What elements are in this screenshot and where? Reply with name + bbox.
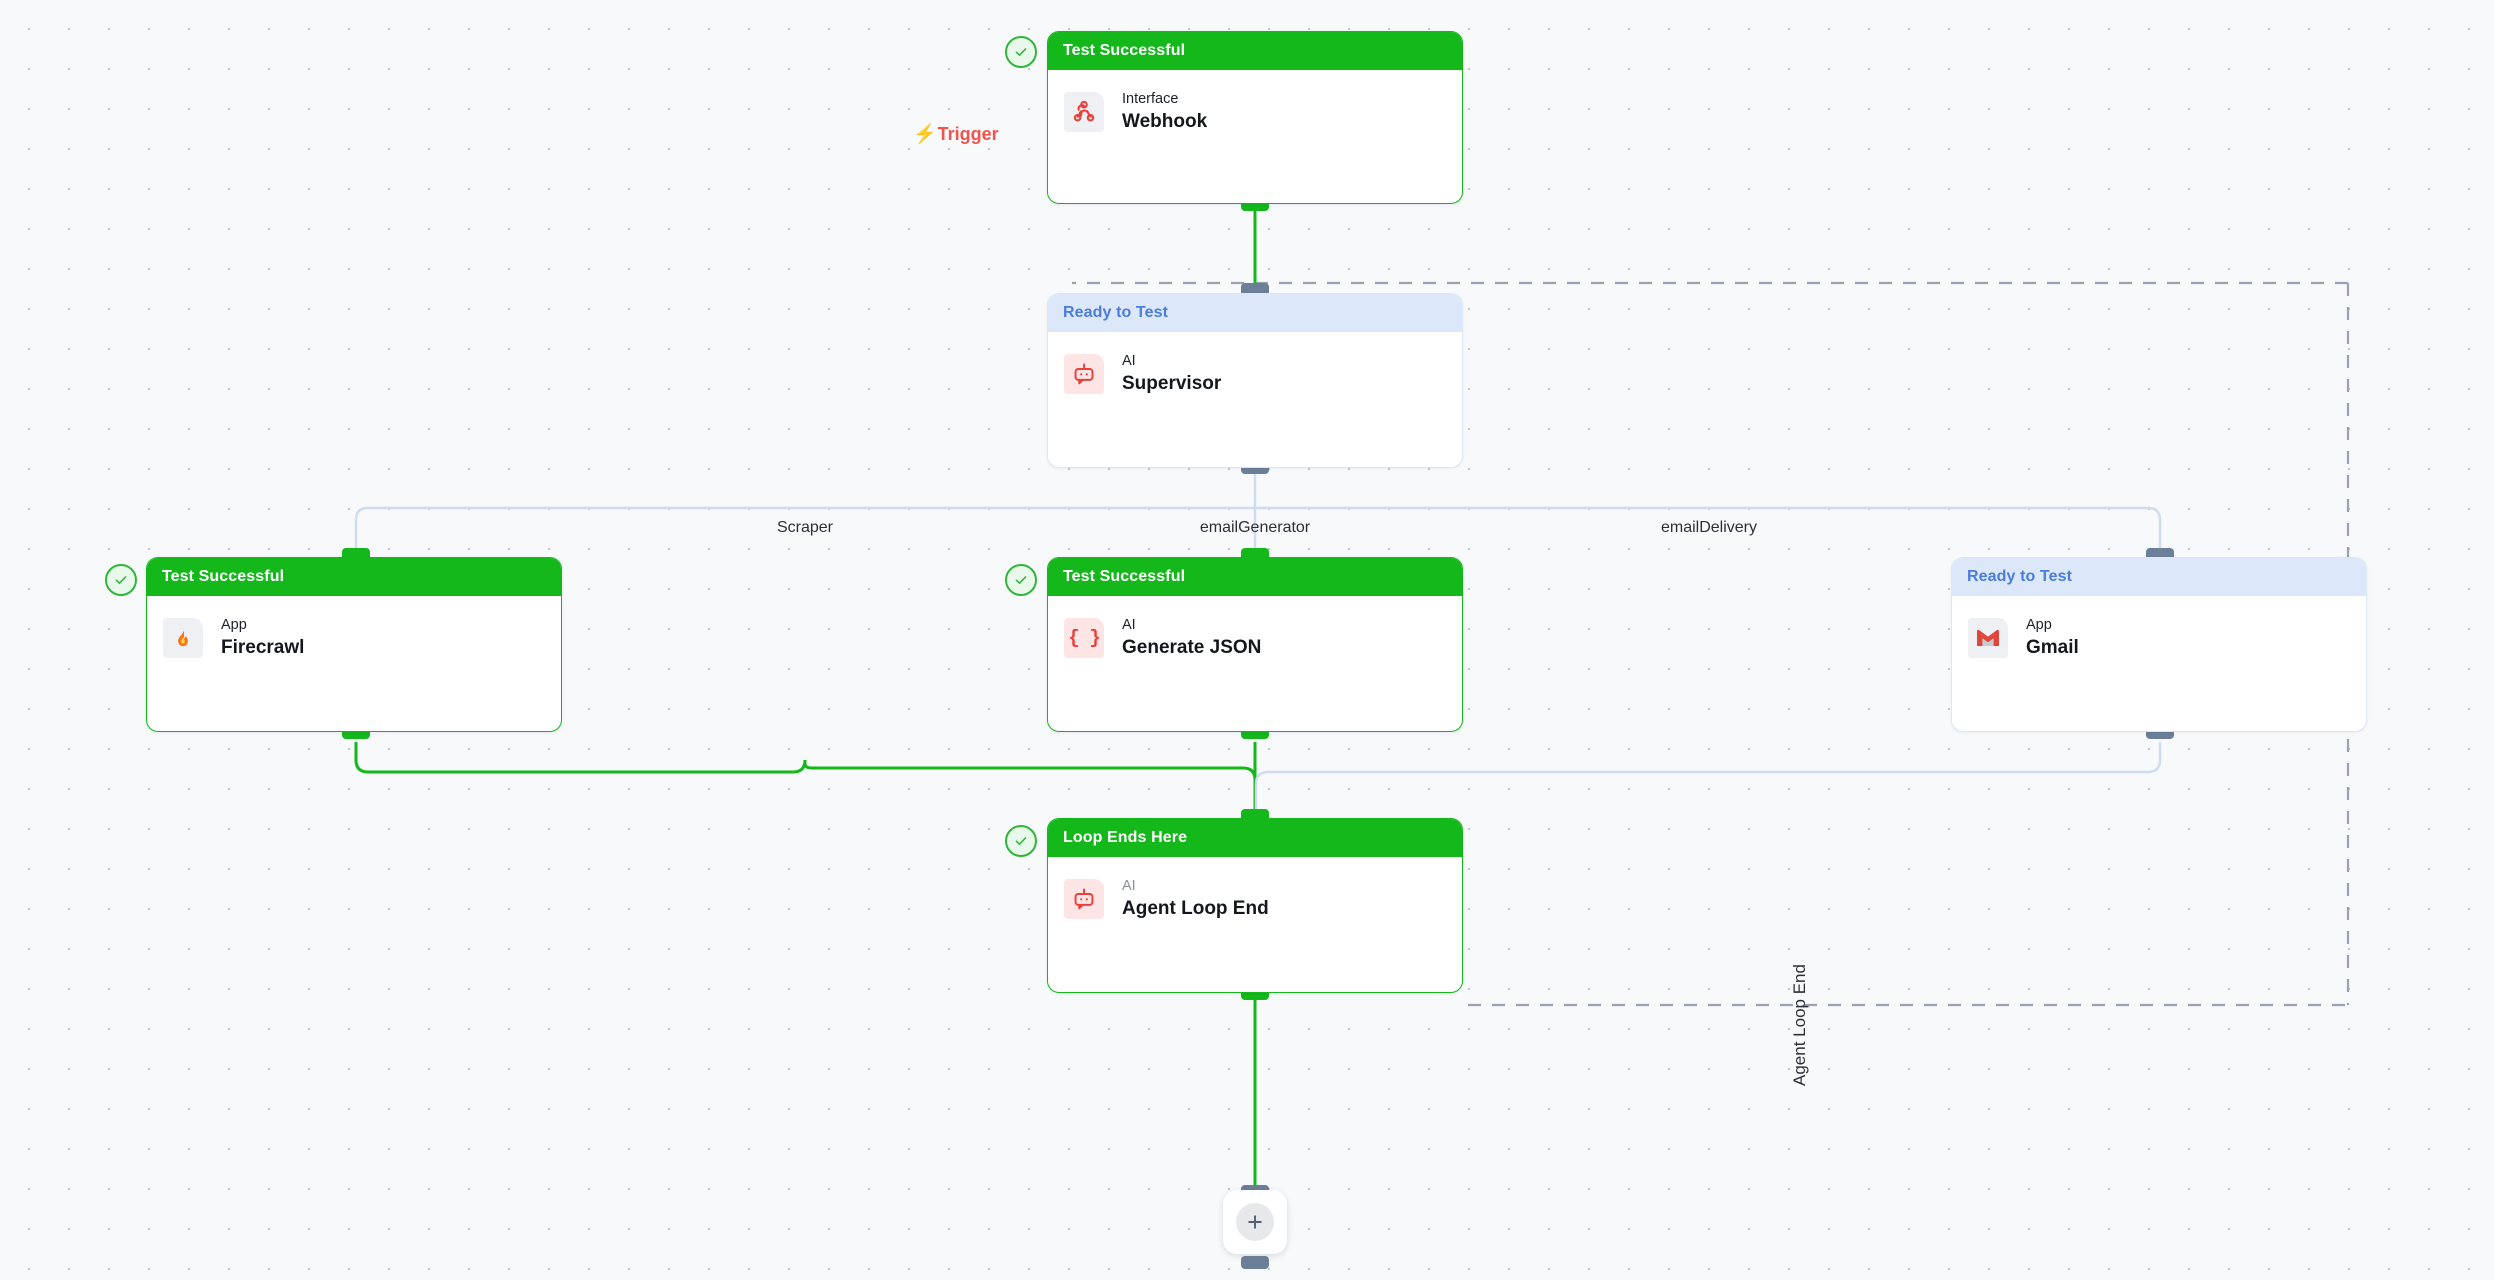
node-supervisor-title: Supervisor	[1122, 373, 1222, 395]
node-generate-json-title: Generate JSON	[1122, 637, 1262, 659]
check-icon	[1015, 48, 1027, 56]
node-gmail-title: Gmail	[2026, 637, 2079, 659]
lightning-bolt-icon: ⚡	[913, 124, 937, 145]
node-agent-loop-end[interactable]: Loop Ends Here AI Agent Loop End	[1047, 818, 1463, 993]
node-gmail-body: App Gmail	[1952, 596, 2366, 682]
branch-label-scraper: Scraper	[776, 519, 834, 536]
node-supervisor-body: AI Supervisor	[1048, 332, 1462, 418]
webhook-icon	[1064, 91, 1104, 132]
node-generate-json-body: { } AI Generate JSON	[1048, 596, 1462, 682]
node-webhook-status: Test Successful	[1048, 32, 1462, 70]
node-firecrawl-kind: App	[221, 617, 247, 633]
status-badge-generate-json	[1005, 564, 1037, 596]
node-agent-loop-end-body: AI Agent Loop End	[1048, 857, 1462, 943]
node-webhook-kind: Interface	[1122, 91, 1179, 107]
branch-label-email-delivery: emailDelivery	[1660, 519, 1758, 536]
node-generate-json-status: Test Successful	[1048, 558, 1462, 596]
node-agent-loop-end-kind: AI	[1122, 878, 1136, 894]
add-step-button[interactable]	[1223, 1190, 1287, 1254]
handle-add-button-source[interactable]	[1241, 1256, 1269, 1269]
trigger-label: ⚡ Trigger	[913, 124, 999, 145]
gmail-icon	[1968, 617, 2008, 658]
check-icon	[1015, 576, 1027, 584]
node-firecrawl-meta: App Firecrawl	[221, 616, 304, 660]
robot-icon	[1064, 353, 1104, 394]
node-webhook[interactable]: Test Successful Interface Webhook	[1047, 31, 1463, 204]
node-generate-json-kind: AI	[1122, 617, 1136, 633]
node-generate-json[interactable]: Test Successful { } AI Generate JSON	[1047, 557, 1463, 732]
node-gmail-meta: App Gmail	[2026, 616, 2079, 660]
node-agent-loop-end-meta: AI Agent Loop End	[1122, 877, 1269, 921]
node-supervisor-meta: AI Supervisor	[1122, 352, 1221, 396]
node-generate-json-meta: AI Generate JSON	[1122, 616, 1261, 660]
flame-icon	[163, 617, 203, 658]
status-badge-agent-loop-end	[1005, 825, 1037, 857]
plus-icon	[1248, 1215, 1262, 1229]
curly-braces-icon: { }	[1064, 617, 1104, 658]
node-supervisor-status: Ready to Test	[1048, 294, 1462, 332]
node-supervisor[interactable]: Ready to Test AI Supervisor	[1047, 293, 1463, 468]
branch-label-email-generator: emailGenerator	[1199, 519, 1311, 536]
node-firecrawl[interactable]: Test Successful App Firecrawl	[146, 557, 562, 732]
node-gmail-status: Ready to Test	[1952, 558, 2366, 596]
node-firecrawl-status: Test Successful	[147, 558, 561, 596]
node-supervisor-kind: AI	[1122, 353, 1136, 369]
check-icon	[1015, 837, 1027, 845]
node-webhook-title: Webhook	[1122, 111, 1208, 133]
robot-icon	[1064, 878, 1104, 919]
node-webhook-body: Interface Webhook	[1048, 70, 1462, 156]
status-badge-webhook	[1005, 36, 1037, 68]
node-gmail[interactable]: Ready to Test App Gmail	[1951, 557, 2367, 732]
node-agent-loop-end-status: Loop Ends Here	[1048, 819, 1462, 857]
check-icon	[115, 576, 127, 584]
status-badge-firecrawl	[105, 564, 137, 596]
node-firecrawl-title: Firecrawl	[221, 637, 305, 659]
node-firecrawl-body: App Firecrawl	[147, 596, 561, 682]
node-gmail-kind: App	[2026, 617, 2052, 633]
trigger-label-text: Trigger	[937, 124, 999, 144]
node-agent-loop-end-title: Agent Loop End	[1122, 898, 1269, 920]
node-webhook-meta: Interface Webhook	[1122, 90, 1207, 134]
handle-supervisor-target[interactable]	[1241, 283, 1269, 296]
loop-region-label: Agent Loop End	[1790, 964, 1809, 1086]
add-step-disc	[1236, 1203, 1274, 1241]
